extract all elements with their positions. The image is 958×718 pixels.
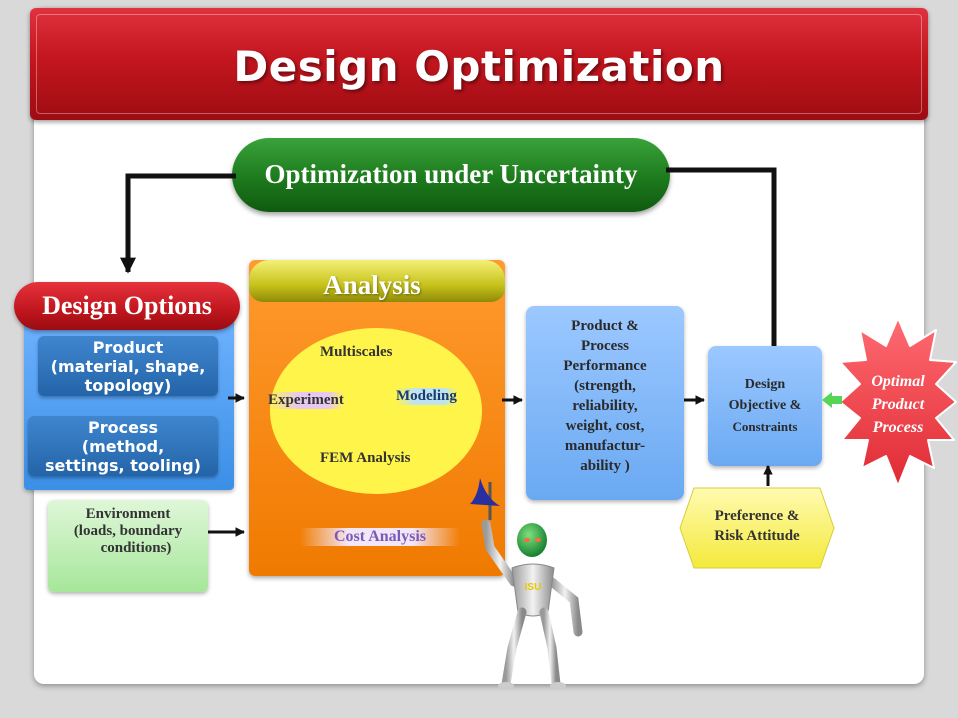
modeling-label: Modeling <box>396 388 457 405</box>
analysis-ellipse <box>270 328 482 494</box>
design-objective-box: Design Objective & Constraints <box>708 346 822 466</box>
performance-line-6: weight, cost, <box>565 418 645 434</box>
title-banner-border <box>36 14 922 114</box>
optimization-under-uncertainty-pill: Optimization under Uncertainty <box>232 138 670 212</box>
robot-eye-left <box>524 538 530 542</box>
robot-eye-right <box>535 538 541 542</box>
optimal-line-3: Process <box>872 419 924 436</box>
right-arm <box>547 577 583 637</box>
optimal-text: Optimal Product Process <box>848 370 948 439</box>
environment-line-3: conditions) <box>100 540 172 556</box>
multiscales-label: Multiscales <box>320 344 393 360</box>
environment-line-1: Environment <box>85 506 171 522</box>
performance-line-5: reliability, <box>572 398 638 414</box>
optimal-line-2: Product <box>871 396 925 413</box>
design-options-header: Design Options <box>42 291 212 320</box>
arrow-objective-to-optimal <box>822 392 842 408</box>
performance-line-1: Product & <box>571 318 639 334</box>
loop-line-left <box>119 173 236 274</box>
fem-analysis-label: FEM Analysis <box>320 450 411 466</box>
loop-line-right <box>666 167 777 346</box>
process-line-2: (method, <box>81 437 165 456</box>
product-box: Product (material, shape, topology) <box>38 336 218 396</box>
right-foot <box>550 682 566 690</box>
product-line-2: (material, shape, <box>50 357 206 376</box>
title-banner: Design Optimization <box>30 8 928 120</box>
preference-line-2: Risk Attitude <box>714 528 800 544</box>
objective-line-1: Design <box>744 377 786 392</box>
performance-line-7: manufactur- <box>564 438 646 454</box>
performance-line-2: Process <box>580 338 630 354</box>
performance-box: Product & Process Performance (strength,… <box>526 306 684 500</box>
environment-line-2: (loads, boundary <box>73 523 183 539</box>
robot-head <box>517 523 547 557</box>
process-line-1: Process <box>88 418 158 437</box>
product-line-1: Product <box>92 338 164 357</box>
robot-badge: ISU <box>525 582 542 593</box>
performance-line-4: (strength, <box>574 378 636 394</box>
right-leg <box>539 607 561 689</box>
experiment-label: Experiment <box>268 392 344 409</box>
environment-box: Environment (loads, boundary conditions) <box>48 500 208 592</box>
preference-line-1: Preference & <box>714 508 800 524</box>
preference-hexagon <box>679 487 835 569</box>
left-leg <box>501 607 527 689</box>
process-line-3: settings, tooling) <box>45 456 201 475</box>
process-box: Process (method, settings, tooling) <box>28 416 218 476</box>
left-arm <box>481 519 519 587</box>
loop-label: Optimization under Uncertainty <box>264 159 638 189</box>
design-options-panel: Product (material, shape, topology) Proc… <box>24 312 234 490</box>
design-options-pill: Design Options <box>14 282 240 330</box>
objective-line-3: Constraints <box>732 419 798 434</box>
performance-line-3: Performance <box>563 358 647 374</box>
cost-analysis-label: Cost Analysis <box>300 528 460 546</box>
performance-line-8: ability ) <box>580 458 630 474</box>
analysis-header: Analysis <box>323 270 421 300</box>
page-title: Design Optimization <box>233 42 725 91</box>
objective-line-2: Objective & <box>728 398 802 413</box>
preference-text: Preference & Risk Attitude <box>682 506 832 546</box>
analysis-header-bar <box>249 260 505 302</box>
optimal-line-1: Optimal <box>871 373 925 390</box>
product-line-3: topology) <box>84 376 172 395</box>
optimal-starburst <box>839 317 957 487</box>
flag-icon <box>470 478 500 506</box>
left-foot <box>498 682 514 690</box>
